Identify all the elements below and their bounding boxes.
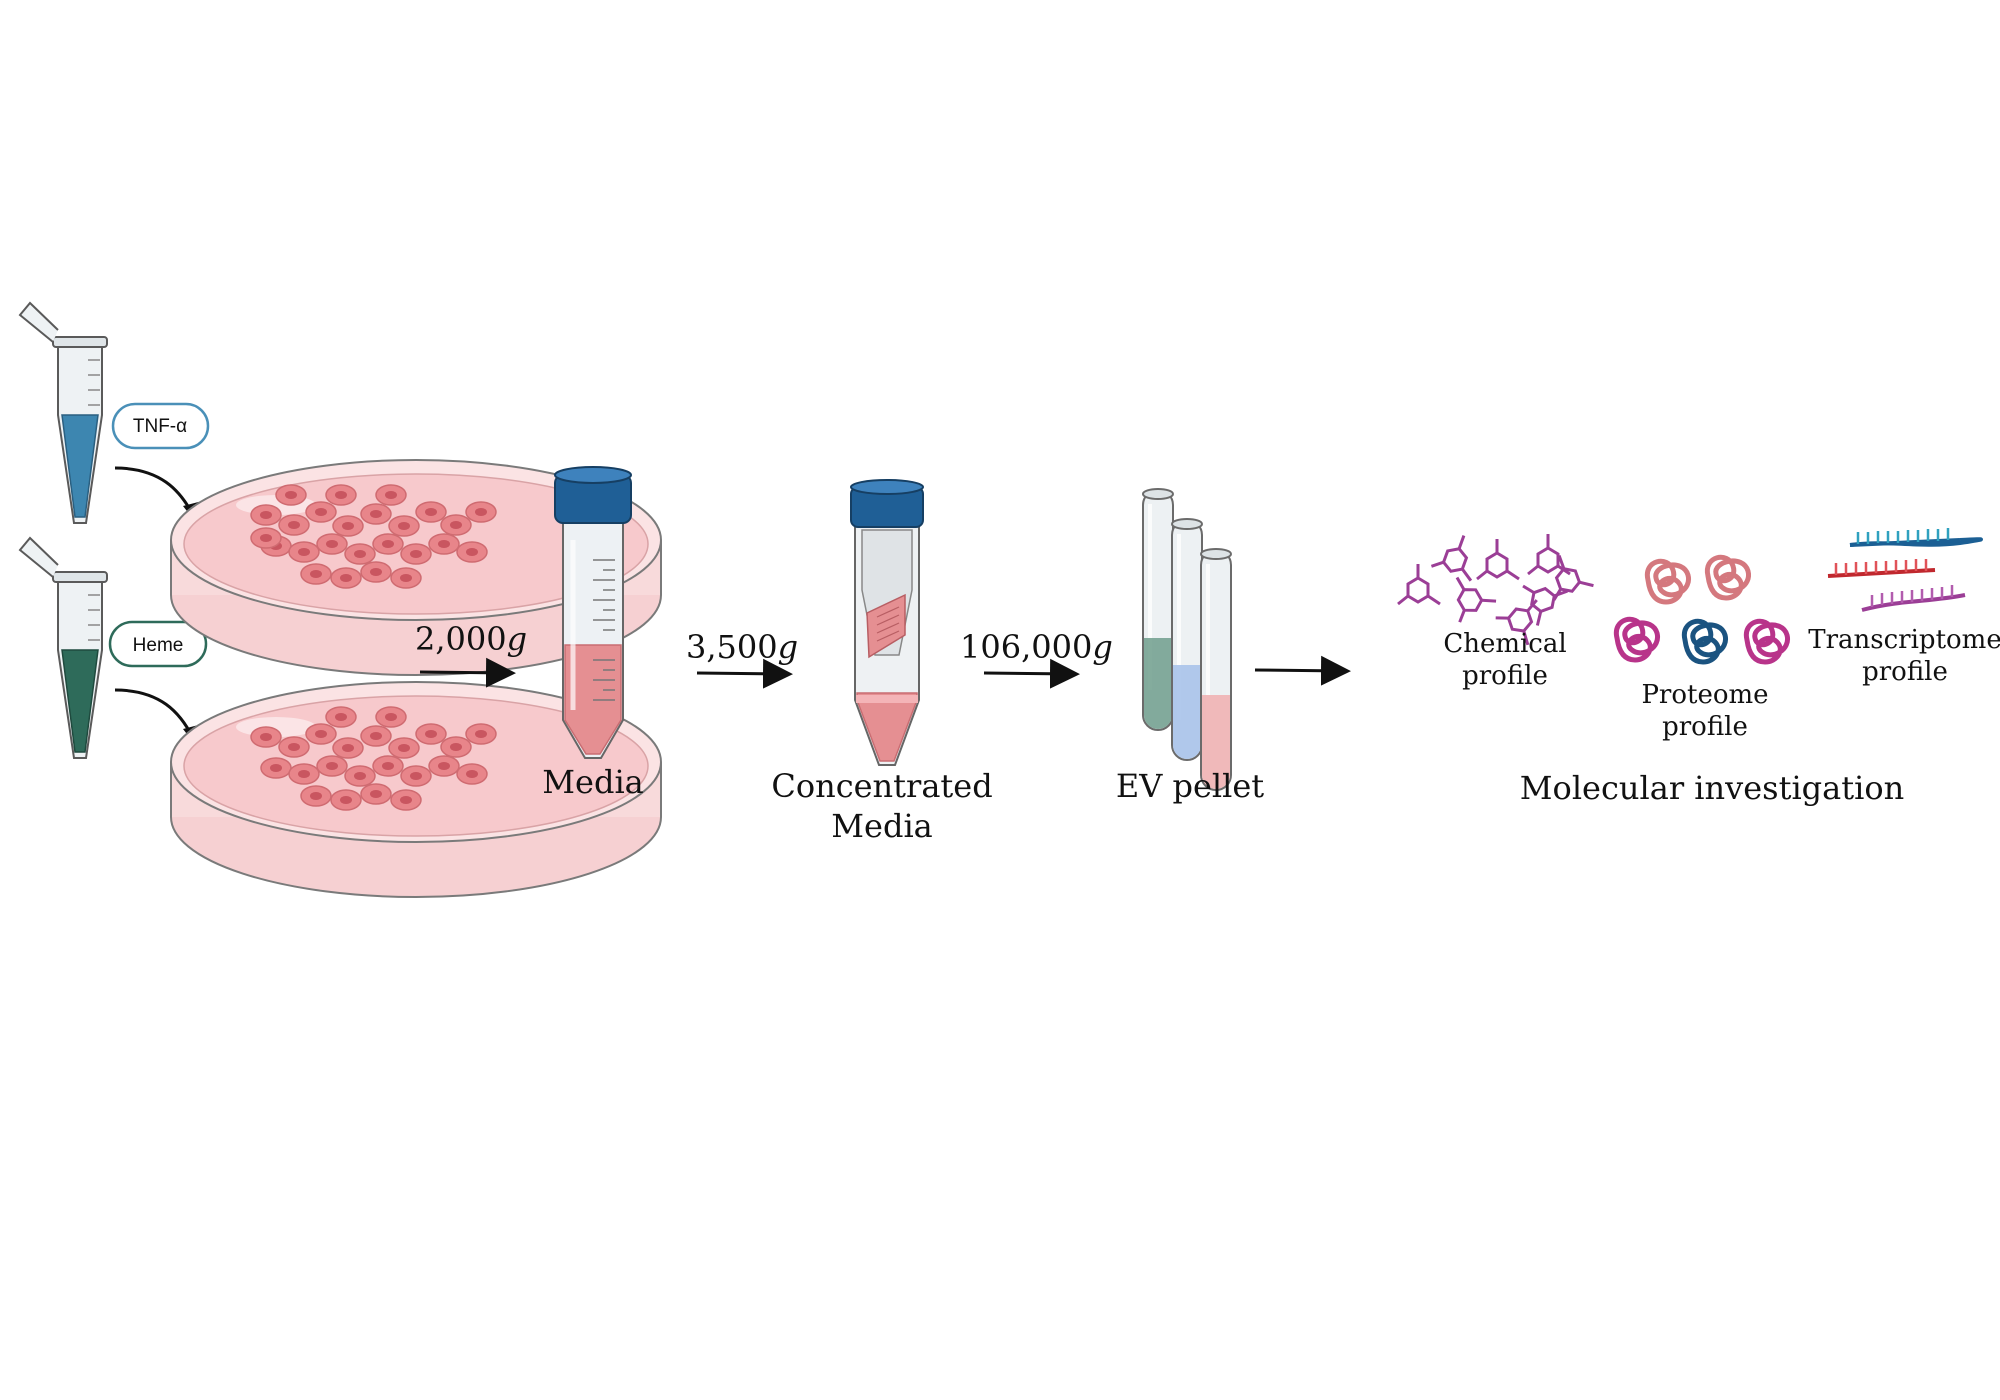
proteome-profile-line1: Proteome: [1641, 680, 1768, 710]
concentrated-label-line1: Concentrated: [771, 767, 992, 805]
spin2-value: 3,500: [686, 628, 778, 666]
ultracentrifuge-tubes: [1141, 487, 1233, 792]
rna-strand-blue: [1849, 528, 1983, 547]
tnf-eppendorf-tube: [19, 302, 108, 524]
protein-structures-icon: [1616, 557, 1787, 662]
spin1-value: 2,000: [415, 620, 507, 658]
rna-strands-icon: [1827, 528, 1983, 612]
chemical-profile-line2: profile: [1462, 661, 1548, 691]
svg-text:2,000g: 2,000g: [415, 620, 527, 658]
falcon-tube-media: [554, 466, 632, 759]
tnf-label-badge: [111, 402, 210, 450]
spin-step-3: 106,000g: [960, 628, 1113, 689]
svg-text:106,000g: 106,000g: [960, 628, 1113, 666]
ev-pellet-label: EV pellet: [1116, 767, 1264, 805]
concentrated-label-line2: Media: [831, 807, 933, 845]
proteome-profile-line2: profile: [1662, 712, 1748, 742]
concentrator-tube: [850, 479, 924, 766]
chemical-molecules-icon: [1396, 527, 1595, 647]
ev-tube-control: [1199, 547, 1233, 792]
chemical-profile-line1: Chemical: [1443, 629, 1566, 659]
heme-label: Heme: [133, 635, 184, 656]
analysis-arrow: [1254, 655, 1351, 686]
tnf-label: TNF-α: [133, 416, 187, 437]
spin1-unit: g: [507, 620, 527, 658]
rna-strand-purple: [1861, 585, 1966, 612]
spin3-arrow: [983, 658, 1080, 689]
svg-text:3,500g: 3,500g: [686, 628, 798, 666]
rna-strand-red: [1827, 559, 1936, 578]
spin3-unit: g: [1092, 628, 1112, 666]
ev-tube-heme: [1170, 517, 1204, 762]
spin2-arrow: [696, 658, 793, 689]
tnf-tube-group: TNF-α: [19, 302, 210, 528]
heme-eppendorf-tube: [19, 537, 108, 759]
spin1-arrow: [419, 657, 516, 688]
heme-arrow: [114, 688, 195, 739]
filter-membrane: [866, 593, 906, 659]
molecular-investigation-label: Molecular investigation: [1520, 769, 1904, 807]
tnf-arrow: [114, 466, 195, 516]
spin2-unit: g: [778, 628, 798, 666]
transcriptome-profile-line1: Transcriptome: [1808, 625, 2000, 655]
heme-label-badge: [108, 620, 208, 668]
ev-tube-tnf: [1141, 487, 1175, 732]
media-label: Media: [542, 763, 644, 801]
spin-step-2: 3,500g: [686, 628, 798, 689]
spin3-value: 106,000: [960, 628, 1092, 666]
spin-step-1: 2,000g: [415, 620, 527, 688]
transcriptome-profile-line2: profile: [1862, 657, 1948, 687]
